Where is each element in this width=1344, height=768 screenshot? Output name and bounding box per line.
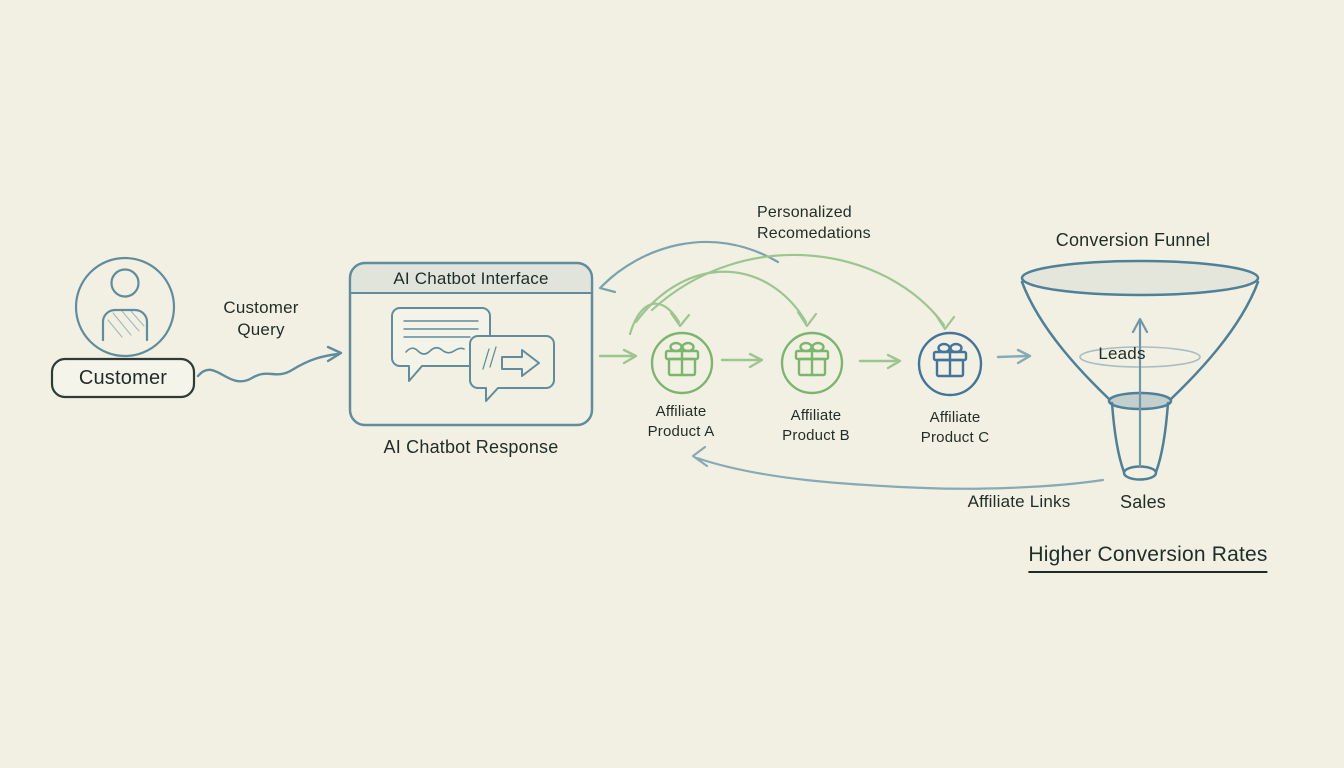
chat-response-arrow-icon [469, 335, 555, 402]
conversion-funnel-title: Conversion Funnel [1055, 230, 1211, 250]
affiliate-links-arrow [691, 445, 1105, 490]
chatbot-title: AI Chatbot Interface [393, 269, 549, 288]
customer-query-label: Customer Query [223, 298, 299, 340]
affiliate-product-a-icon [650, 331, 714, 395]
funnel-leads-label: Leads [1098, 344, 1146, 363]
chat-bubble-icon [391, 307, 491, 382]
personalized-recommendations-label: Personalized Recomedations [757, 204, 871, 242]
recommendation-arcs [598, 240, 956, 336]
affiliate-product-b-icon [780, 331, 844, 395]
funnel-up-arrow [1131, 317, 1149, 468]
chatbot-response-label: AI Chatbot Response [383, 437, 559, 457]
customer-avatar-icon [74, 256, 176, 358]
flow-arrows [598, 348, 902, 370]
chatbot-box [348, 261, 594, 427]
funnel-input-arrow [996, 348, 1032, 365]
affiliate-links-label: Affiliate Links [967, 492, 1071, 511]
customer-box [50, 357, 196, 399]
affiliate-product-b-label: Affiliate Product B [782, 407, 850, 444]
higher-conversion-rates-label: Higher Conversion Rates [1028, 541, 1268, 574]
customer-query-arrow [196, 345, 343, 383]
affiliate-product-a-label: Affiliate Product A [647, 403, 715, 440]
customer-label: Customer [78, 367, 168, 389]
affiliate-product-c-label: Affiliate Product C [920, 409, 990, 446]
funnel-sales-label: Sales [1119, 492, 1167, 512]
affiliate-product-c-icon [917, 331, 983, 397]
